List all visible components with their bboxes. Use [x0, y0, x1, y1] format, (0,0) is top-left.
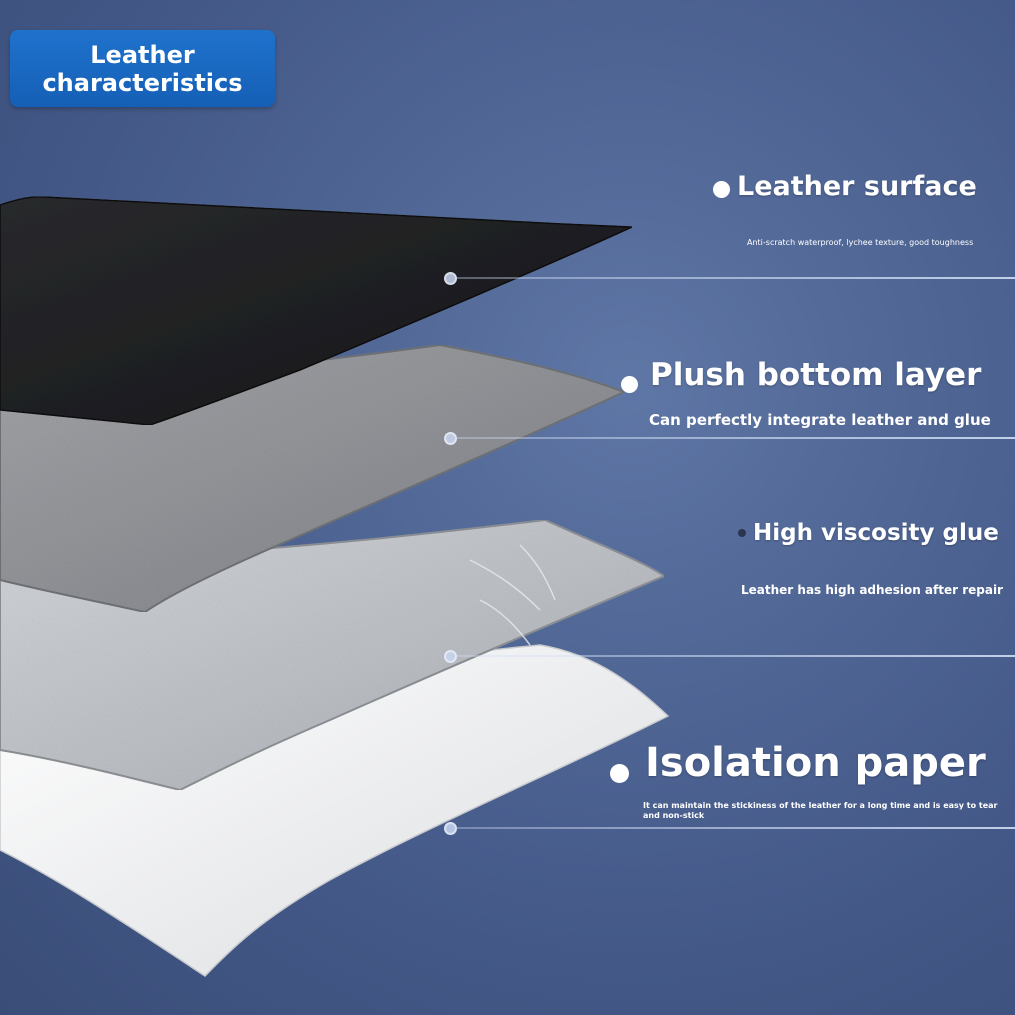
layer-desc-paper: It can maintain the stickiness of the le…: [643, 801, 998, 820]
layer-title-plush: Plush bottom layer: [650, 357, 982, 393]
paper-leader-line: [455, 827, 1015, 829]
badge-label: Leather characteristics: [42, 40, 243, 97]
layer-title-glue: High viscosity glue: [753, 520, 999, 546]
leather-sheet: [0, 196, 633, 426]
layer-desc-plush: Can perfectly integrate leather and glue: [649, 411, 991, 429]
bullet-icon: [738, 529, 746, 537]
glue-leader-line: [455, 655, 1015, 657]
section-badge: Leather characteristics: [10, 30, 275, 107]
plush-leader-line: [455, 437, 1015, 439]
layer-desc-glue: Leather has high adhesion after repair: [741, 583, 1003, 597]
leather-leader-line: [455, 277, 1015, 279]
bullet-icon: [713, 181, 730, 198]
layer-desc-leather: Anti-scratch waterproof, lychee texture,…: [747, 238, 974, 247]
layer-title-leather: Leather surface: [737, 171, 977, 202]
layer-title-paper: Isolation paper: [645, 740, 986, 786]
bullet-icon: [610, 764, 629, 783]
bullet-icon: [621, 376, 638, 393]
